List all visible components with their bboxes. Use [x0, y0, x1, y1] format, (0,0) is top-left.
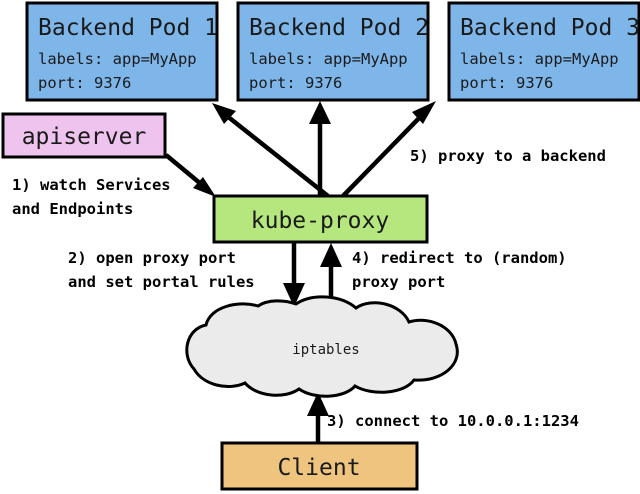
edge-label-proxy-backend: 5) proxy to a backend: [410, 147, 606, 165]
pod1-port: port: 9376: [38, 74, 131, 92]
edge-label-watch-line2: and Endpoints: [12, 200, 133, 218]
edge-label-redirect-line2: proxy port: [352, 273, 445, 291]
edge-line-proxy-pod1: [220, 110, 330, 198]
pod3-port: port: 9376: [460, 74, 553, 92]
pod3-title: Backend Pod 3: [460, 15, 640, 41]
node-client[interactable]: Client: [220, 441, 419, 491]
arrow-head-proxy-pod1: [212, 103, 236, 124]
kubeproxy-title: kube-proxy: [251, 208, 389, 234]
arrow-head-proxy-pod3: [412, 101, 436, 124]
edge-label-watch-line1: 1) watch Services: [12, 176, 171, 194]
apiserver-title: apiserver: [22, 124, 147, 150]
edge-kubeproxy-to-pod2: [309, 101, 331, 196]
edge-kubeproxy-to-pod3: [341, 101, 436, 198]
arrow-head-proxy-pod2: [309, 101, 331, 124]
pod1-title: Backend Pod 1: [38, 15, 218, 41]
client-title: Client: [277, 455, 360, 481]
edge-kubeproxy-to-iptables: [283, 243, 305, 307]
pod1-box: [25, 1, 219, 102]
arrow-head-open-port: [283, 283, 305, 307]
cloud-shape: [185, 295, 459, 398]
edge-kubeproxy-to-pod1: [212, 103, 330, 198]
edge-line-proxy-pod3: [341, 110, 427, 198]
node-apiserver[interactable]: apiserver: [1, 112, 167, 159]
arrow-head-watch: [193, 177, 216, 197]
edge-label-open-line2: and set portal rules: [68, 273, 255, 291]
node-backend-pod-1[interactable]: Backend Pod 1 labels: app=MyApp port: 93…: [25, 1, 219, 102]
pod2-port: port: 9376: [249, 74, 342, 92]
pod2-labels: labels: app=MyApp: [249, 50, 408, 68]
edge-label-open-line1: 2) open proxy port: [68, 249, 236, 267]
edge-label-connect-line1: 3) connect to 10.0.0.1:1234: [327, 412, 579, 430]
edge-apiserver-to-kubeproxy: [164, 153, 216, 197]
arrow-head-connect: [307, 392, 329, 416]
apiserver-box: [1, 112, 167, 159]
edge-label-connect: 3) connect to 10.0.0.1:1234: [327, 412, 579, 430]
pod3-labels: labels: app=MyApp: [460, 50, 619, 68]
node-backend-pod-2[interactable]: Backend Pod 2 labels: app=MyApp port: 93…: [236, 1, 430, 102]
edge-label-redirect: 4) redirect to (random) proxy port: [352, 249, 567, 291]
pod3-box: [447, 1, 640, 102]
edge-label-open-proxy-port: 2) open proxy port and set portal rules: [68, 249, 255, 291]
iptables-label: iptables: [292, 342, 359, 358]
pod2-title: Backend Pod 2: [249, 15, 429, 41]
pod2-box: [236, 1, 430, 102]
arrow-head-redirect: [320, 243, 342, 267]
edge-label-watch: 1) watch Services and Endpoints: [12, 176, 171, 218]
edge-label-redirect-line1: 4) redirect to (random): [352, 249, 567, 267]
client-box: [220, 441, 419, 491]
edge-label-proxy-line1: 5) proxy to a backend: [410, 147, 606, 165]
edge-client-to-iptables: [307, 392, 329, 443]
node-backend-pod-3[interactable]: Backend Pod 3 labels: app=MyApp port: 93…: [447, 1, 640, 102]
node-kube-proxy[interactable]: kube-proxy: [212, 194, 429, 244]
kubeproxy-box: [212, 194, 429, 244]
node-iptables[interactable]: iptables: [185, 295, 459, 398]
pod1-labels: labels: app=MyApp: [38, 50, 197, 68]
